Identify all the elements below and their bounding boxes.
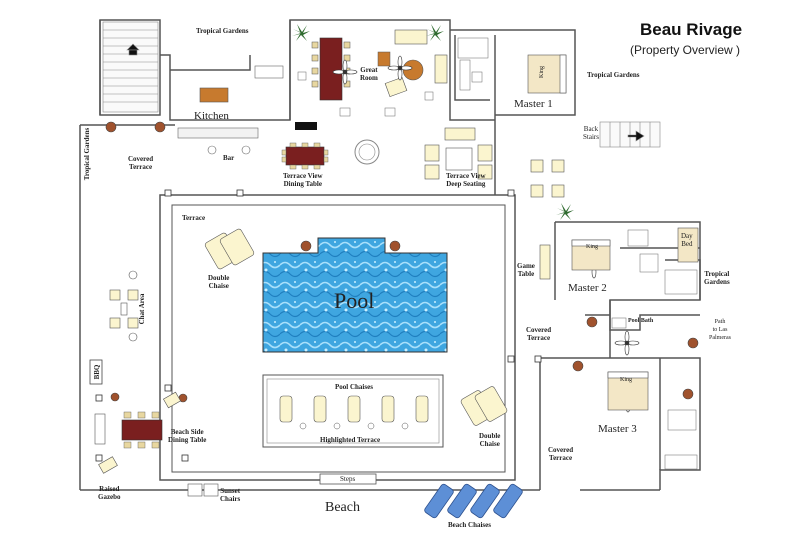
chat-area-furniture bbox=[109, 270, 139, 342]
label-path-to-palmeras: Path to Las Palmeras bbox=[709, 319, 731, 341]
label-back-stairs: Back Stairs bbox=[583, 125, 599, 141]
label-pool-bath: Pool Bath bbox=[628, 318, 654, 324]
label-chat-area: Chat Area bbox=[138, 293, 146, 325]
label-king-3: King bbox=[620, 377, 632, 383]
double-chaises bbox=[204, 228, 508, 426]
label-covered-terrace-left: Covered Terrace bbox=[128, 155, 154, 171]
label-raised-gazebo: Raised Gazebo bbox=[98, 485, 121, 501]
page-title: Beau Rivage bbox=[640, 20, 743, 39]
label-beach-chaises: Beach Chaises bbox=[448, 521, 491, 529]
label-pool-chaises: Pool Chaises bbox=[335, 383, 373, 391]
label-pool: Pool bbox=[334, 288, 375, 313]
label-terrace-view-dining: Terrace View Dining Table bbox=[283, 172, 323, 188]
label-master-2: Master 2 bbox=[568, 282, 607, 294]
kitchen-furniture bbox=[177, 65, 284, 155]
great-room-furniture bbox=[295, 29, 448, 130]
terrace-seating bbox=[424, 127, 565, 280]
label-bar: Bar bbox=[223, 154, 235, 162]
pool-shape bbox=[262, 237, 448, 353]
palm-plants bbox=[292, 24, 574, 220]
beach-chaises-shape bbox=[424, 483, 523, 519]
label-tropical-gardens-right-top: Tropical Gardens bbox=[587, 71, 640, 79]
label-bbq: BBQ bbox=[93, 364, 101, 380]
label-terrace-view-seating: Terrace View Deep Seating bbox=[446, 172, 486, 188]
label-game-table: Game Table bbox=[517, 262, 535, 278]
label-beach-side-dining: Beach Side Dining Table bbox=[168, 428, 207, 444]
terrace-dining bbox=[281, 139, 380, 170]
sunset-chairs-shape bbox=[187, 483, 219, 497]
label-tropical-gardens-left: Tropical Gardens bbox=[83, 127, 91, 181]
label-king-2: King bbox=[586, 244, 598, 250]
label-master-1: Master 1 bbox=[514, 98, 553, 110]
label-steps: Steps bbox=[340, 475, 356, 483]
beach-dining bbox=[94, 391, 181, 474]
label-double-chaise-right: Double Chaise bbox=[479, 432, 501, 448]
label-day-bed: Day Bed bbox=[681, 232, 693, 248]
label-great-room: Great Room bbox=[360, 66, 378, 82]
stairs-left bbox=[102, 21, 159, 113]
page-subtitle: (Property Overview ) bbox=[630, 43, 741, 57]
label-covered-terrace-right: Covered Terrace bbox=[548, 446, 574, 462]
label-double-chaise-left: Double Chaise bbox=[208, 274, 230, 290]
steps-shape bbox=[319, 473, 377, 485]
back-stairs bbox=[599, 121, 661, 148]
label-king-1: King bbox=[539, 66, 545, 78]
label-tropical-gardens-right-mid: Tropical Gardens bbox=[704, 270, 730, 286]
label-terrace: Terrace bbox=[182, 214, 206, 222]
bathroom-fixtures bbox=[457, 37, 698, 470]
highlighted-terrace bbox=[262, 374, 444, 448]
label-covered-terrace-mid: Covered Terrace bbox=[526, 326, 552, 342]
label-sunset-chairs: Sunset Chairs bbox=[220, 487, 241, 503]
bbq-unit bbox=[89, 359, 103, 385]
label-master-3: Master 3 bbox=[598, 423, 637, 435]
label-tropical-gardens-top: Tropical Gardens bbox=[196, 27, 249, 35]
label-kitchen: Kitchen bbox=[194, 110, 229, 122]
planters bbox=[105, 121, 699, 403]
beds bbox=[527, 54, 699, 411]
label-beach: Beach bbox=[325, 500, 360, 515]
columns bbox=[95, 189, 542, 462]
label-highlighted-terrace: Highlighted Terrace bbox=[320, 436, 381, 444]
